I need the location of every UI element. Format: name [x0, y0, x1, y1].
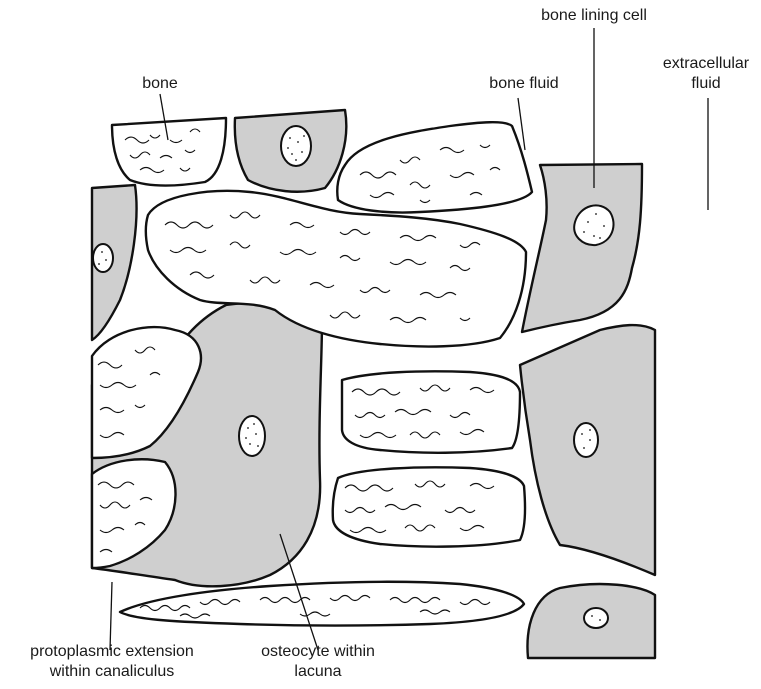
label-osteocyte-line1: osteocyte within: [261, 643, 375, 660]
leader-protoplasmic-extension: [110, 582, 112, 650]
bone-block-center-lower: [333, 467, 525, 546]
bone-block-top-left: [112, 118, 226, 186]
nucleus-bottom-right: [584, 608, 608, 628]
label-protoplasmic-line1: protoplasmic extension: [30, 643, 194, 660]
label-bone-fluid: bone fluid: [489, 75, 558, 92]
nucleus-bone-lining-cell: [574, 205, 613, 245]
nucleus-right-middle: [574, 423, 598, 457]
label-extracellular-line1: extracellular: [663, 55, 750, 72]
label-extracellular-line2: fluid: [691, 75, 720, 92]
nucleus-left-edge: [93, 244, 113, 272]
nucleus-osteocyte: [239, 416, 265, 456]
label-bone-lining-cell: bone lining cell: [541, 7, 647, 24]
label-protoplasmic-line2: within canaliculus: [49, 663, 175, 680]
label-osteocyte-line2: lacuna: [294, 663, 341, 680]
bone-block-top-right: [337, 122, 532, 212]
label-bone: bone: [142, 75, 178, 92]
bone-lining-cell-region: [522, 164, 642, 332]
bone-block-center-upper: [342, 371, 520, 453]
